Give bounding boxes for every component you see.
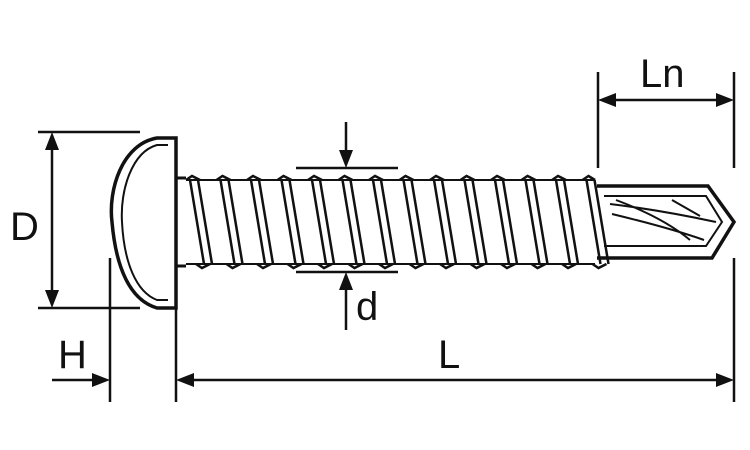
dimension-head-height: H: [52, 258, 112, 402]
dimension-head-diameter: D: [10, 130, 140, 310]
label-ln: Ln: [640, 52, 685, 96]
dimension-length: L: [174, 258, 736, 402]
label-l: L: [438, 333, 460, 377]
label-d-thread: d: [356, 285, 378, 329]
label-h: H: [58, 333, 87, 377]
threaded-shank: [176, 174, 610, 270]
drill-point: [597, 184, 737, 260]
label-d-head: D: [10, 205, 39, 249]
dimension-thread-diameter: d: [296, 122, 398, 330]
screw-head: [109, 136, 178, 310]
dimension-ln: Ln: [596, 52, 736, 168]
